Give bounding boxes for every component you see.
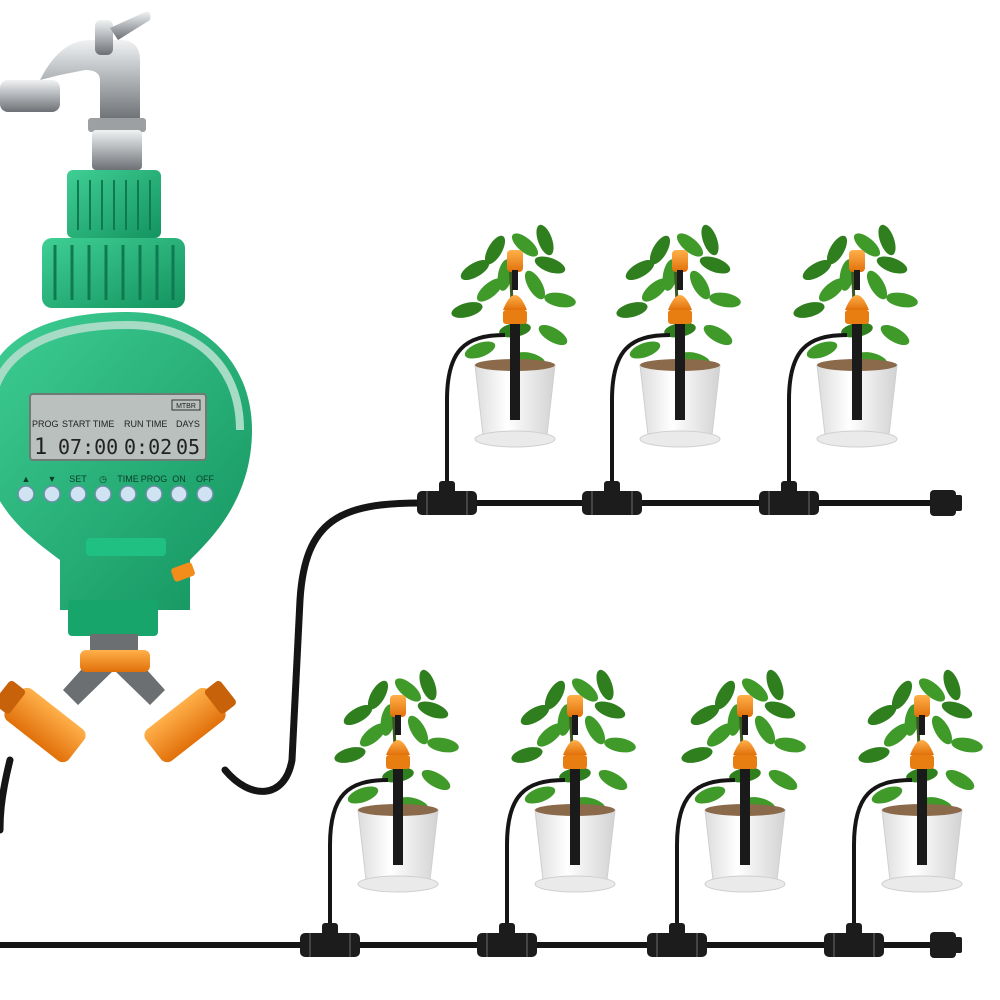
- micro-hose: [787, 333, 848, 503]
- prog-button[interactable]: [145, 485, 163, 503]
- main-hose-network: [0, 499, 948, 948]
- set-button[interactable]: [69, 485, 87, 503]
- lcd-badge: MTBR: [176, 403, 196, 410]
- plant-unit: [582, 224, 741, 515]
- dripper-stake: [668, 250, 692, 420]
- off-button[interactable]: [196, 485, 214, 503]
- label-off: OFF: [196, 474, 214, 484]
- tee-connector: [582, 481, 642, 515]
- micro-hose: [852, 778, 913, 945]
- lcd-screen: [29, 393, 207, 461]
- label-up: ▲: [22, 474, 31, 484]
- water-timer: MTBR PROG START TIME RUN TIME DAYS 1 07:…: [0, 312, 252, 636]
- y-splitter: [0, 634, 236, 763]
- timer-buttons[interactable]: [17, 485, 214, 503]
- plant-unit: [824, 669, 983, 957]
- up-button[interactable]: [17, 485, 35, 503]
- lcd-header-days: DAYS: [176, 419, 200, 429]
- down-button[interactable]: [43, 485, 61, 503]
- end-caps: [930, 490, 962, 958]
- lcd-value-run-time: 0:02: [124, 435, 172, 459]
- tee-connector: [824, 923, 884, 957]
- lcd-header-start-time: START TIME: [62, 419, 114, 429]
- tee-connector: [300, 923, 360, 957]
- micro-hose: [505, 778, 566, 945]
- plant-unit: [300, 669, 459, 957]
- label-down: ▼: [48, 474, 57, 484]
- dripper-stake: [733, 695, 757, 865]
- supply-hose: [221, 499, 424, 795]
- tee-connector: [647, 923, 707, 957]
- left-outlet-hose: [0, 756, 14, 834]
- timer-coupling: [42, 170, 185, 308]
- label-on: ON: [172, 474, 186, 484]
- dripper-stake: [563, 695, 587, 865]
- lcd-header-prog: PROG: [32, 419, 59, 429]
- micro-hose: [610, 333, 671, 503]
- plant-leaves: [858, 669, 983, 813]
- rain-sensor-tab: [171, 562, 195, 582]
- plant-unit: [759, 224, 918, 515]
- dripper-stake: [503, 250, 527, 420]
- left-connector: [0, 680, 86, 763]
- button-labels: ▲ ▼ SET ◷ TIME PROG ON OFF: [22, 474, 215, 484]
- plant-unit: [417, 224, 576, 515]
- micro-hose: [675, 778, 736, 945]
- dripper-stake: [845, 250, 869, 420]
- plant-leaves: [334, 669, 459, 813]
- lcd-value-days: 05: [176, 435, 200, 459]
- lcd-value-prog: 1: [34, 435, 47, 460]
- plant-leaves: [681, 669, 806, 813]
- micro-hose: [445, 333, 506, 503]
- tee-connector: [477, 923, 537, 957]
- tee-connector: [759, 481, 819, 515]
- label-clock: ◷: [99, 474, 107, 484]
- plant-unit: [477, 669, 636, 957]
- plant-unit: [647, 669, 806, 957]
- clock-button[interactable]: [94, 485, 112, 503]
- on-button[interactable]: [170, 485, 188, 503]
- potted-plants: [300, 224, 983, 957]
- tap-icon: [0, 11, 151, 170]
- tee-connector: [417, 481, 477, 515]
- lcd-value-start-time: 07:00: [58, 435, 118, 459]
- lcd-header-run-time: RUN TIME: [124, 419, 167, 429]
- micro-hose: [328, 778, 389, 945]
- dripper-stake: [386, 695, 410, 865]
- dripper-stake: [910, 695, 934, 865]
- right-connector: [144, 680, 236, 763]
- label-set: SET: [69, 474, 87, 484]
- label-prog: PROG: [141, 474, 168, 484]
- time-button[interactable]: [119, 485, 137, 503]
- label-time: TIME: [117, 474, 139, 484]
